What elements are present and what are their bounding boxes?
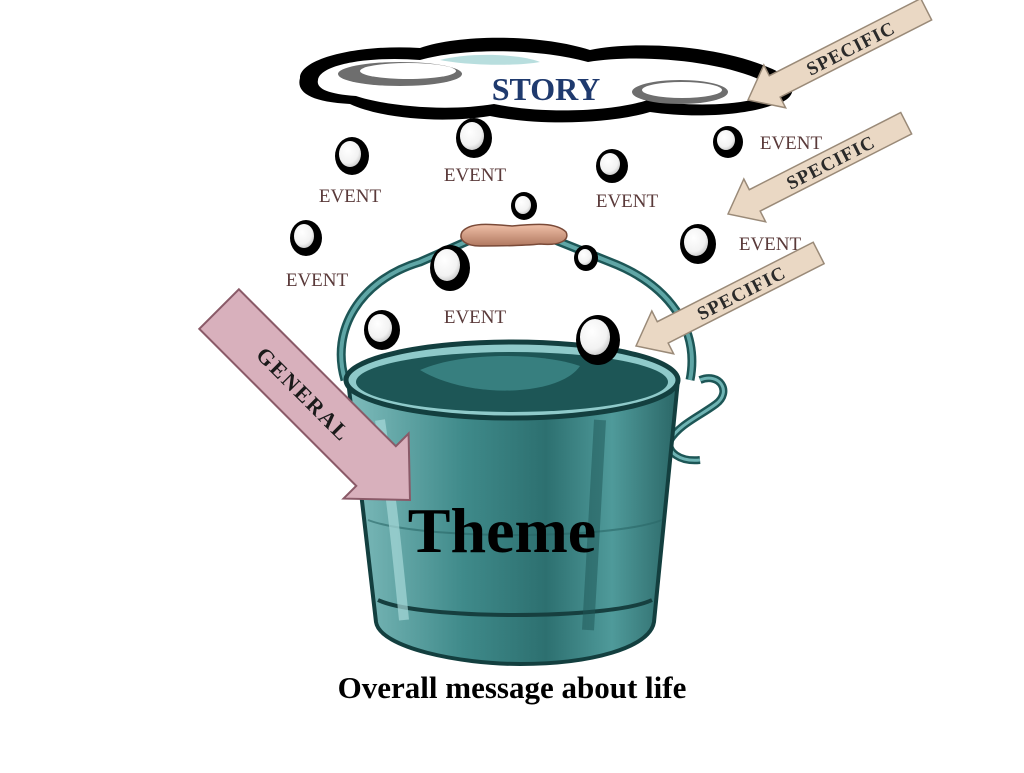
bucket-handle bbox=[311, 223, 728, 465]
specific-label: SPECIFIC bbox=[694, 262, 790, 325]
specific-arrow-bottom: SPECIFIC bbox=[634, 241, 826, 355]
specific-arrow-top: SPECIFIC bbox=[746, 0, 933, 109]
drops bbox=[290, 118, 743, 365]
handle-grip bbox=[460, 223, 568, 247]
specific-arrow-middle: SPECIFIC bbox=[726, 111, 913, 223]
cloud-highlight-left bbox=[360, 63, 456, 79]
event-label: EVENT bbox=[444, 165, 507, 186]
bucket: Theme bbox=[343, 339, 681, 667]
story-label: STORY bbox=[492, 71, 601, 107]
story-cloud: STORY bbox=[299, 37, 793, 123]
drop bbox=[511, 192, 537, 220]
drop bbox=[290, 220, 322, 256]
drop bbox=[596, 149, 628, 183]
cloud-highlight-right bbox=[642, 82, 722, 98]
cloud-tint bbox=[440, 54, 540, 65]
event-label: EVENT bbox=[760, 133, 823, 154]
drop bbox=[456, 118, 492, 158]
drop bbox=[680, 224, 716, 264]
theme-label: Theme bbox=[408, 495, 596, 566]
caption: Overall message about life bbox=[338, 670, 687, 705]
event-label: EVENT bbox=[596, 191, 659, 212]
drop bbox=[576, 315, 620, 365]
event-label: EVENT bbox=[319, 186, 382, 207]
drop bbox=[335, 137, 369, 175]
drop bbox=[364, 310, 400, 350]
event-label: EVENT bbox=[739, 234, 802, 255]
event-labels: EVENT EVENT EVENT EVENT EVENT EVENT EVEN… bbox=[286, 133, 823, 328]
event-label: EVENT bbox=[444, 307, 507, 328]
drop bbox=[713, 126, 743, 158]
event-label: EVENT bbox=[286, 270, 349, 291]
drop bbox=[430, 245, 470, 291]
drop bbox=[574, 245, 598, 271]
specific-label: SPECIFIC bbox=[803, 18, 899, 81]
